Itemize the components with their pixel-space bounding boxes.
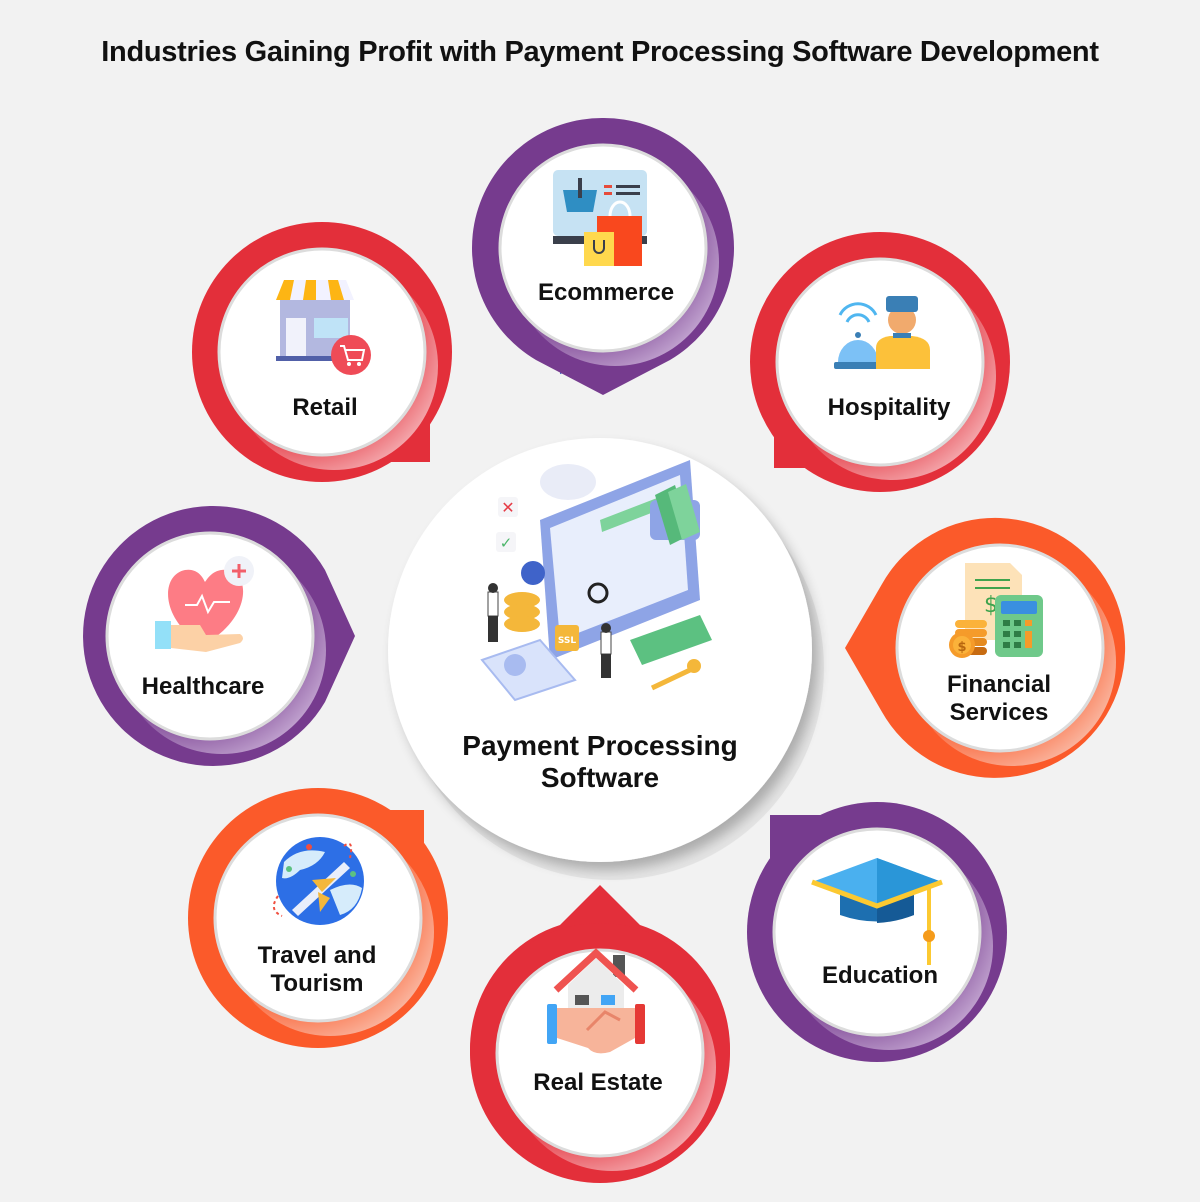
label-healthcare: Healthcare	[141, 673, 265, 700]
label-travel-line1: Travel and	[257, 942, 377, 969]
calculator-coins-icon: $ $	[949, 563, 1043, 658]
graduation-cap-icon	[811, 858, 943, 965]
svg-text:SSL: SSL	[558, 636, 577, 646]
house-handshake-icon	[547, 948, 645, 1054]
label-financial-line1: Financial	[946, 671, 1052, 698]
bubble-real-estate[interactable]	[470, 885, 731, 1183]
page-title: Industries Gaining Profit with Payment P…	[101, 36, 1099, 68]
label-financial-line2: Services	[949, 699, 1049, 726]
label-education: Education	[821, 962, 939, 989]
svg-text:✓: ✓	[500, 534, 513, 552]
center-label: Payment Processing Software	[462, 730, 737, 794]
bubble-travel-tourism[interactable]	[188, 788, 448, 1048]
svg-text:✕: ✕	[501, 498, 514, 517]
bubble-healthcare[interactable]	[83, 505, 356, 766]
globe-airplane-icon	[272, 837, 364, 925]
svg-text:$: $	[957, 640, 966, 655]
concierge-bell-icon	[834, 296, 930, 369]
center-label-line1: Payment Processing	[462, 730, 738, 761]
center-hub	[388, 438, 824, 880]
bubble-hospitality[interactable]	[750, 232, 1010, 492]
label-ecommerce: Ecommerce	[537, 279, 675, 306]
bubble-retail[interactable]	[192, 222, 452, 482]
label-hospitality: Hospitality	[827, 394, 951, 421]
storefront-cart-icon	[276, 280, 371, 375]
heart-in-hand-icon	[155, 556, 254, 652]
bubble-financial-services[interactable]: $ $	[845, 517, 1126, 778]
label-retail: Retail	[292, 394, 358, 421]
online-shopping-icon	[553, 170, 647, 266]
bubble-ecommerce[interactable]	[471, 117, 735, 395]
label-real-estate: Real Estate	[533, 1069, 663, 1096]
svg-text:$: $	[984, 593, 998, 618]
bubble-education[interactable]	[747, 802, 1007, 1062]
label-financial-services: Financial Services	[947, 671, 1051, 727]
label-travel-line2: Tourism	[270, 970, 364, 997]
center-label-line2: Software	[540, 762, 660, 793]
label-travel-tourism: Travel and Tourism	[258, 942, 377, 998]
